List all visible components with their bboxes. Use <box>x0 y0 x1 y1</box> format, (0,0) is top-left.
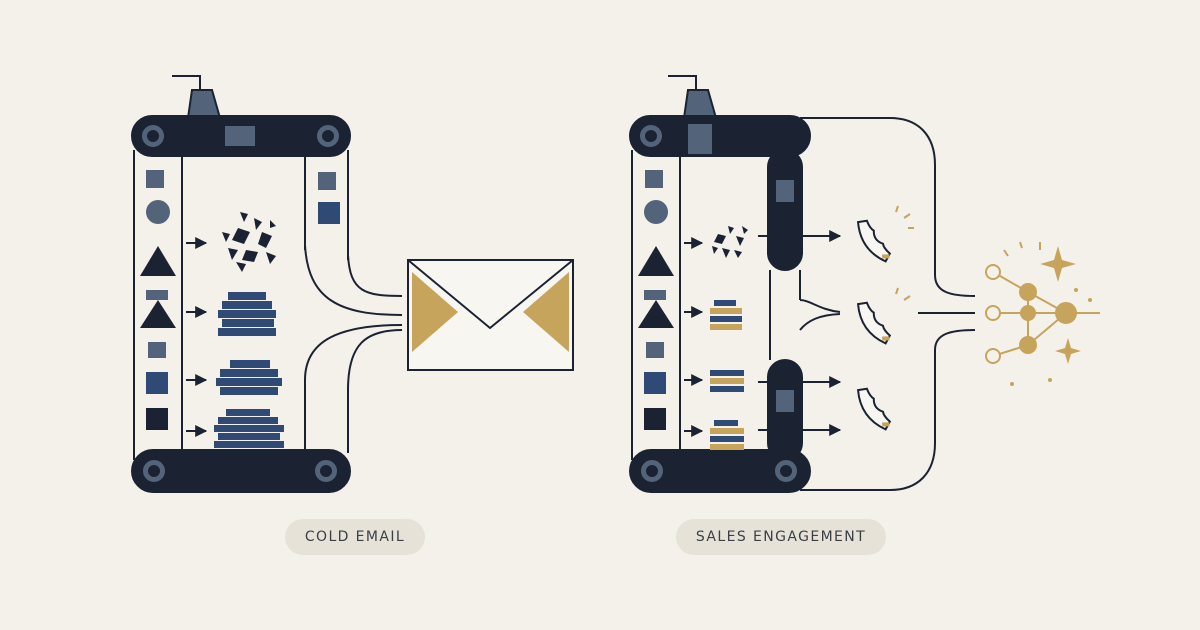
square-shape <box>318 172 336 190</box>
top-roller-bar <box>629 115 811 157</box>
triangle-shape <box>140 246 176 276</box>
square-shape <box>146 170 164 188</box>
sales-engagement-label: SALES ENGAGEMENT <box>676 519 886 555</box>
scattered-shards <box>712 226 748 258</box>
right-input-shapes <box>638 170 674 430</box>
square-shape <box>318 202 340 224</box>
bottom-roller-bar <box>131 449 351 493</box>
top-slot <box>225 126 255 146</box>
cold-email-label: COLD EMAIL <box>285 519 425 555</box>
block-stack <box>710 370 744 392</box>
middle-belt <box>767 149 803 271</box>
circle-shape <box>146 200 170 224</box>
machine-nozzle <box>682 89 718 119</box>
network-graph-icon <box>985 241 1100 364</box>
sparkle-icons <box>1010 246 1092 386</box>
square-shape <box>644 408 666 430</box>
square-shape <box>645 170 663 188</box>
block-stack <box>710 300 742 330</box>
circle-shape <box>644 200 668 224</box>
left-input-shapes <box>140 170 340 430</box>
machine-antenna <box>172 75 201 90</box>
block-stack <box>218 292 276 336</box>
block-stack <box>710 420 744 450</box>
right-arrows <box>684 230 842 437</box>
square-shape <box>146 290 168 300</box>
sparkle-icon <box>1055 338 1081 364</box>
triangle-shape <box>638 300 674 328</box>
envelope-icon <box>407 259 574 371</box>
phone-icons <box>856 219 892 431</box>
square-shape <box>148 342 166 358</box>
funnel-curve-upper <box>347 254 403 297</box>
square-shape <box>146 408 168 430</box>
sales-engagement-machine <box>629 75 976 493</box>
funnel-curve-upper-inner <box>304 244 403 316</box>
machine-nozzle <box>186 89 222 119</box>
scattered-shards <box>222 212 276 272</box>
sparkle-icon <box>1040 246 1076 282</box>
triangle-shape <box>638 246 674 276</box>
stacked-blocks <box>214 292 284 448</box>
phone-icon <box>856 301 892 345</box>
phone-icon <box>856 219 892 263</box>
funnel-curve-lower-inner <box>304 324 403 453</box>
outer-frame <box>800 329 976 491</box>
square-shape <box>644 372 666 394</box>
square-shape <box>646 342 664 358</box>
sorted-blocks <box>710 300 744 450</box>
outer-frame <box>800 117 976 297</box>
square-shape <box>146 372 168 394</box>
machine-antenna <box>668 75 697 90</box>
top-slot <box>688 124 712 154</box>
phone-icon <box>856 387 892 431</box>
triangle-shape <box>140 300 176 328</box>
funnel-curve-lower <box>347 329 403 453</box>
left-arrows <box>186 237 208 437</box>
block-stack <box>214 409 284 448</box>
cold-email-machine <box>131 75 403 493</box>
ring-marks <box>895 205 914 301</box>
square-shape <box>644 290 666 300</box>
block-stack <box>216 360 282 395</box>
